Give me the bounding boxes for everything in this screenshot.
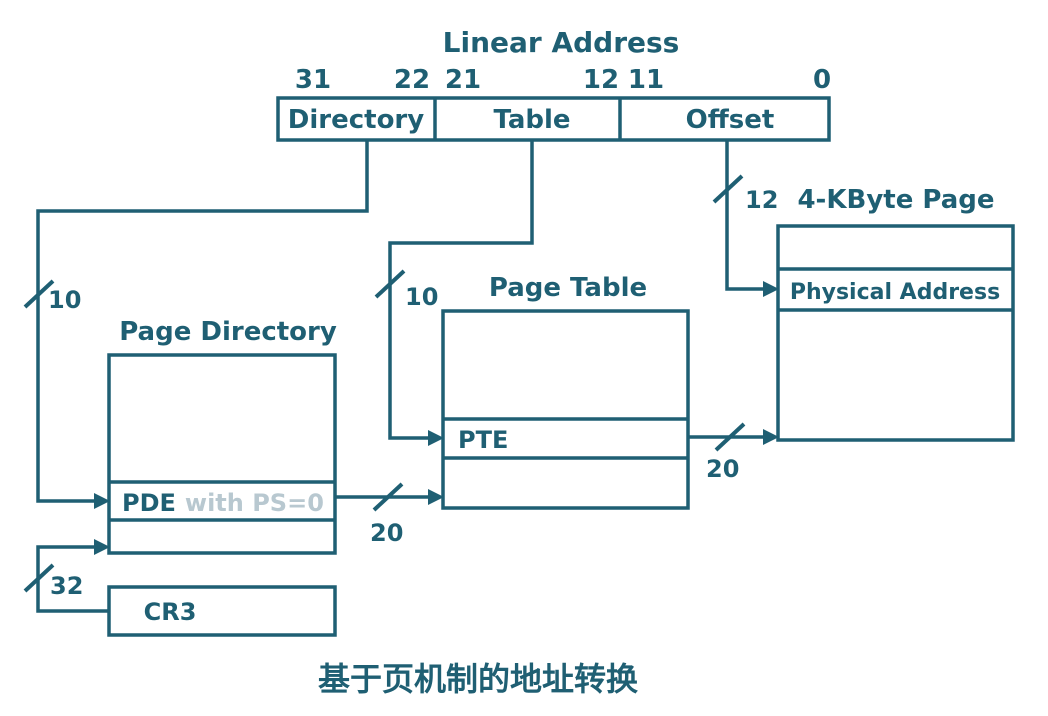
bit-22-label: 22: [394, 65, 430, 95]
arrow-head: [94, 493, 110, 509]
cr3-box: [107, 585, 337, 637]
arrow-head: [428, 430, 444, 446]
bit-12-label: 12: [583, 65, 619, 95]
page-table-title: Page Table: [489, 273, 647, 303]
bit-width-slash: [714, 422, 746, 452]
page-table-box: [441, 309, 690, 510]
arrow-head: [94, 539, 110, 555]
pde-label: PDE: [122, 489, 176, 517]
directory-to-pde-line: [36, 140, 369, 503]
offset-to-physical-line: [725, 140, 765, 291]
offset-field: Offset: [686, 105, 775, 135]
caption: 基于页机制的地址转换: [318, 660, 638, 698]
pde-entry: PDE with PS=0: [122, 489, 324, 517]
arrow-head: [763, 429, 779, 445]
table-field: Table: [493, 105, 570, 135]
physical-address-entry: Physical Address: [790, 280, 1000, 305]
bit-width-slash: [374, 269, 406, 299]
bit-width-slash: [712, 174, 744, 204]
bit-0-label: 0: [813, 65, 831, 95]
page-directory-title: Page Directory: [119, 317, 337, 347]
width-label-dir: 10: [48, 286, 81, 314]
arrow-head: [428, 489, 444, 505]
bit-21-label: 21: [445, 65, 481, 95]
bit-31-label: 31: [295, 65, 331, 95]
arrow-head: [763, 281, 779, 297]
table-to-pte-line: [388, 140, 534, 440]
page-box: [776, 224, 1015, 442]
pde-note: with PS=0: [185, 489, 324, 517]
linear-address-box: [276, 96, 831, 142]
bit-11-label: 11: [628, 65, 664, 95]
linear-address-title: Linear Address: [443, 26, 680, 59]
width-label-pte: 20: [706, 455, 739, 483]
width-label-pde: 20: [370, 519, 403, 547]
width-label-cr3: 32: [50, 572, 83, 600]
bit-width-slash: [23, 279, 55, 309]
cr3-label: CR3: [144, 598, 197, 626]
width-label-table: 10: [405, 283, 438, 311]
width-label-offset: 12: [745, 186, 778, 214]
pte-entry: PTE: [458, 426, 508, 454]
directory-field: Directory: [288, 105, 424, 135]
page-title: 4-KByte Page: [797, 185, 994, 215]
bit-width-slash: [372, 482, 404, 512]
page-directory-box: [107, 353, 337, 555]
bit-width-slash: [23, 563, 55, 593]
